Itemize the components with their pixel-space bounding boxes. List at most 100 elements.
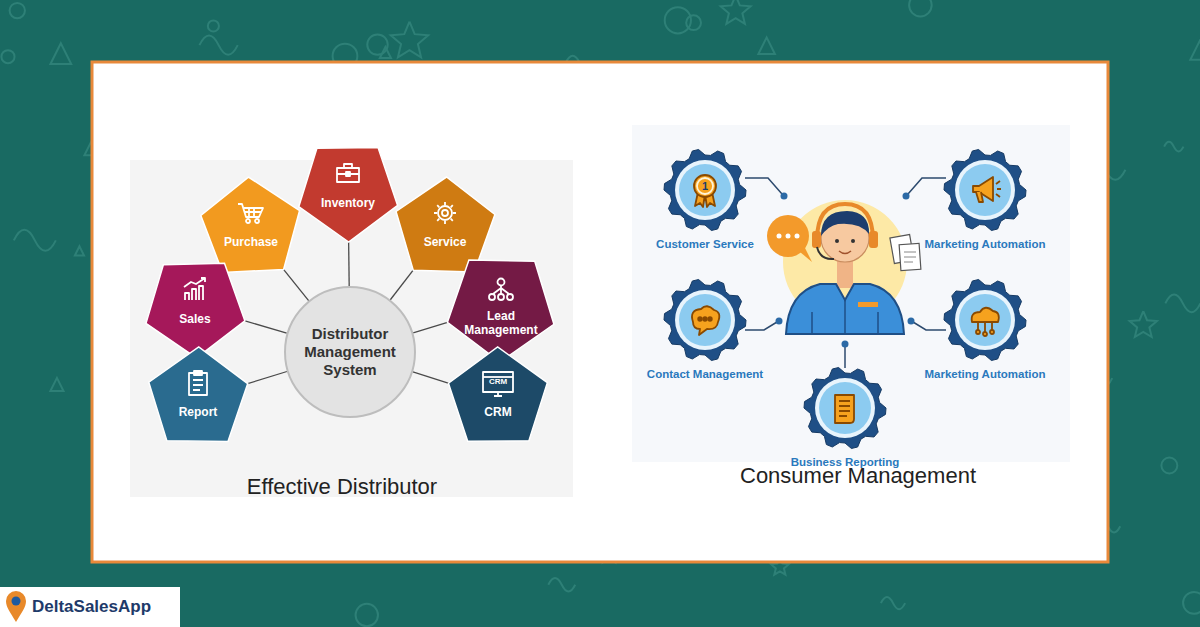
node-label: Service: [424, 235, 467, 249]
agent-smile: [839, 251, 851, 254]
node-label: CRM: [484, 405, 511, 419]
headset-mic: [817, 247, 834, 259]
gear-ring: [955, 160, 1015, 220]
cart-icon: [238, 204, 263, 217]
doodle: [356, 604, 378, 626]
gear-icon: [694, 175, 716, 207]
node-shape: [146, 347, 250, 451]
doodle: [1164, 142, 1183, 152]
headset-band: [817, 204, 873, 240]
doodle: [881, 597, 905, 609]
gear-node: Marketing Automation: [910, 278, 1060, 382]
doodle: [367, 34, 387, 54]
text-wrap: Purchase: [199, 232, 303, 250]
gear-teeth: [944, 280, 1026, 361]
leader-line: [745, 178, 782, 194]
gear-shape: [943, 278, 1027, 362]
gear-icon: [972, 308, 999, 336]
gear-teeth: [804, 368, 886, 449]
node-label: Purchase: [224, 235, 278, 249]
leader-line: [844, 346, 846, 368]
gear-ring: [815, 378, 875, 438]
pentagon-node: Sales: [143, 254, 247, 358]
doodle: [14, 230, 56, 251]
pentagon-node: Lead Management: [445, 250, 557, 362]
gear-node: Marketing Automation: [910, 148, 1060, 252]
doodle: [10, 3, 25, 18]
trend-line: [184, 278, 205, 287]
node-shape: [446, 347, 550, 451]
gear-face: [959, 164, 1011, 216]
pentagon-outline: [201, 177, 300, 272]
pentagon-outline: [448, 347, 547, 441]
node-icon: [489, 278, 513, 300]
briefcase-band: [337, 172, 359, 176]
doodle: [50, 43, 71, 64]
scroll-icon: [835, 395, 854, 423]
speech-dot: [795, 234, 800, 239]
doodle: [50, 378, 63, 391]
logo-ground: [0, 587, 180, 627]
leader-dot: [908, 318, 915, 325]
doodle: [75, 246, 84, 255]
hub-outline: [285, 287, 415, 417]
leader-dot: [903, 193, 910, 200]
chat-dot: [698, 317, 702, 321]
cloud-node: [990, 330, 994, 334]
node-icon: [184, 278, 205, 300]
pentagon-outline: [146, 263, 245, 358]
doodle: [1190, 41, 1200, 60]
leader-dot: [776, 318, 783, 325]
doodle: [1165, 295, 1200, 313]
gear-node: Business Reporting: [770, 366, 920, 470]
icon-text: CRM: [489, 378, 507, 387]
badge-rim: [697, 178, 713, 194]
cart-grid: [245, 208, 261, 217]
gear-shape: [663, 278, 747, 362]
clipboard-icon: [189, 373, 207, 395]
leader-lines: [745, 178, 946, 368]
crm-stand: [494, 392, 502, 396]
node-label: Sales: [179, 312, 210, 326]
crm-screen-icon: [483, 372, 513, 392]
node-label: Distributor Management System: [296, 325, 404, 379]
text-wrap: Inventory: [296, 193, 400, 211]
node-shape: [445, 250, 557, 362]
cog-hub: [442, 210, 448, 216]
network-links: [493, 286, 509, 294]
bar-chart-icon: [185, 286, 203, 300]
pentagon-node: Inventory: [296, 138, 400, 242]
pentagon-outline: [149, 347, 248, 441]
doodle: [721, 0, 751, 24]
gear-ring: [955, 290, 1015, 350]
doodle: [758, 37, 775, 54]
text-wrap: Sales: [143, 309, 247, 327]
network-node: [498, 294, 504, 300]
agent-eye: [835, 239, 839, 243]
leader-dots: [776, 193, 915, 348]
gear-shape: [943, 148, 1027, 232]
node-label: Report: [179, 405, 218, 419]
doodle: [548, 578, 575, 591]
text-wrap: CRM: [446, 402, 550, 420]
leader-dot: [842, 341, 849, 348]
scroll-lines: [839, 401, 850, 416]
cloud-node: [983, 332, 987, 336]
text-wrap: Marketing Automation: [910, 234, 1060, 252]
text-wrap: Distributor Management System: [284, 325, 416, 379]
node-label: Marketing Automation: [925, 368, 1046, 382]
gear-icon: [692, 306, 719, 335]
clipboard-lines: [193, 380, 203, 390]
cart-wheel: [255, 219, 259, 223]
gear-icon: [835, 395, 854, 423]
node-icon: [189, 371, 207, 395]
gear-shape: [803, 366, 887, 450]
network-node: [507, 294, 513, 300]
pentagon-outline: [299, 148, 398, 242]
node-label: Marketing Automation: [925, 238, 1046, 252]
node-label: Customer Service: [656, 238, 754, 252]
paper-lines: [904, 252, 916, 262]
cart-wheel: [246, 219, 250, 223]
gear-face: [679, 294, 731, 346]
